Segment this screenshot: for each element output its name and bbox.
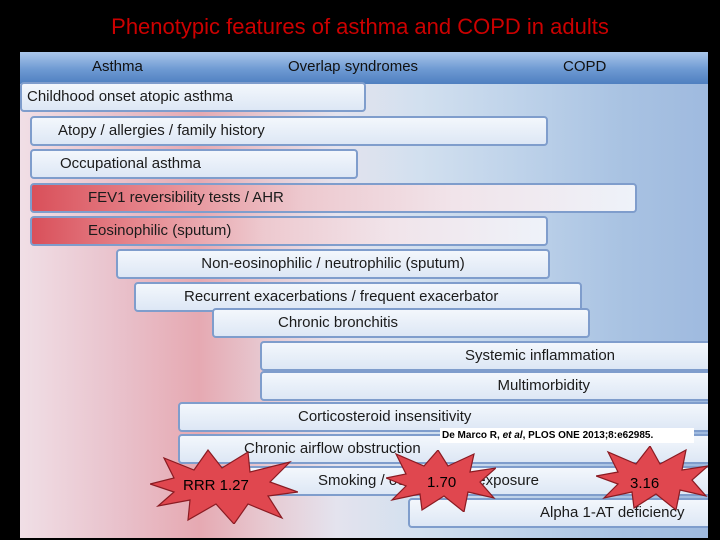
- starburst-rrr-icon: [150, 448, 298, 524]
- feature-multimorbidity: Multimorbidity: [260, 371, 708, 401]
- starburst-170-icon: [386, 450, 496, 512]
- feature-eosinophilic: Eosinophilic (sputum): [30, 216, 548, 246]
- header-asthma: Asthma: [92, 58, 143, 75]
- feature-occupational-asthma: Occupational asthma: [30, 149, 358, 179]
- slide-title: Phenotypic features of asthma and COPD i…: [111, 14, 609, 39]
- citation: De Marco R, et al, PLOS ONE 2013;8:e6298…: [440, 428, 694, 443]
- header-overlap: Overlap syndromes: [288, 58, 419, 75]
- badge-170: 1.70: [427, 474, 457, 491]
- feature-non-eosinophilic: Non-eosinophilic / neutrophilic (sputum): [116, 249, 550, 279]
- feature-recurrent-exacerbations: Recurrent exacerbations / frequent exace…: [134, 282, 582, 312]
- feature-fev1-reversibility: FEV1 reversibility tests / AHR: [30, 183, 637, 213]
- feature-childhood-onset: Childhood onset atopic asthma: [20, 82, 366, 112]
- header-copd: COPD: [563, 58, 607, 75]
- spectrum-header: Asthma Overlap syndromes COPD: [20, 52, 708, 84]
- badge-316: 3.16: [630, 475, 660, 492]
- starburst-316-icon: [596, 446, 708, 510]
- feature-atopy: Atopy / allergies / family history: [30, 116, 548, 146]
- badge-rrr: RRR 1.27: [183, 477, 249, 494]
- feature-systemic-inflammation: Systemic inflammation: [260, 341, 708, 371]
- feature-chronic-bronchitis: Chronic bronchitis: [212, 308, 590, 338]
